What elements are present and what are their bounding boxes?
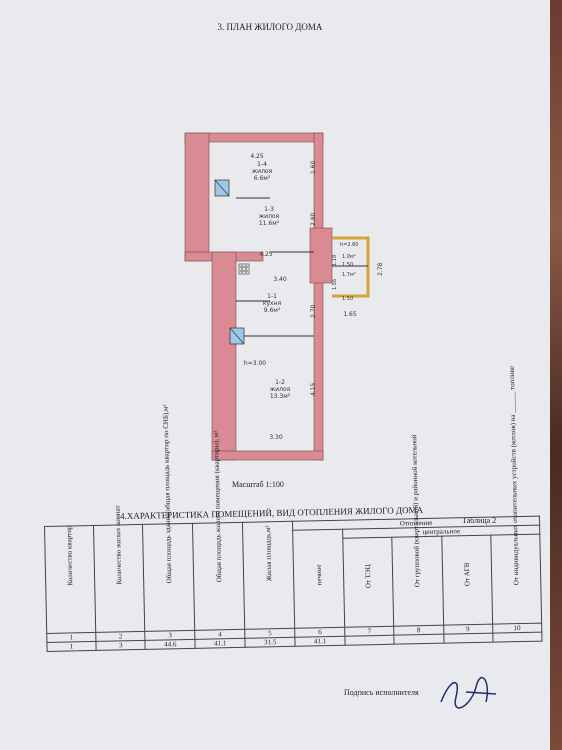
characteristics-table: Количество квартир Количество жилых комн… xyxy=(44,366,543,666)
dim-1-56: 1.56 xyxy=(332,279,338,290)
room-1-3-type: жилоя xyxy=(259,213,280,220)
dim-1-50-a: 1.50 xyxy=(342,262,353,268)
dim-mid: 4.25 xyxy=(259,251,273,258)
room-1-1-id: 1-1 xyxy=(267,293,277,300)
plan-scale: Масштаб 1:100 xyxy=(232,480,284,489)
room-1-2-area: 13.3м² xyxy=(270,393,291,400)
signature-mark xyxy=(440,676,497,709)
room-1-2-id: 1-2 xyxy=(275,379,285,386)
wall-entry xyxy=(309,227,333,284)
porch-area-a: 1.0м² xyxy=(342,254,356,260)
porch-height: h=2.60 xyxy=(340,242,359,248)
room-1-3-area: 11.6м² xyxy=(259,220,280,227)
table-label: Таблица 2 xyxy=(462,516,497,525)
col-living-area: Жилая площадь,м² xyxy=(242,521,295,630)
dim-kitchen-width: 3.40 xyxy=(273,276,287,283)
dim-bottom: 3.30 xyxy=(269,434,283,441)
dim-1-65: 1.65 xyxy=(343,311,357,318)
col-individual: От индивидуальных отопительных устройств… xyxy=(490,366,542,625)
dim-1-50-b: 1.50 xyxy=(342,296,353,302)
dim-2-70: 2.70 xyxy=(310,304,317,318)
wall-bottom xyxy=(211,450,324,461)
col-total-area-snb: Общая площадь здания(общая площадь кварт… xyxy=(142,404,196,632)
sink-icon xyxy=(238,263,250,275)
col-agv: От АГВ xyxy=(441,535,493,626)
room-1-3-id: 1-3 xyxy=(264,206,274,213)
col-rooms: Количество жилых комнат xyxy=(93,505,146,633)
col-group: От групповой (квартальной) и районной ко… xyxy=(392,435,444,627)
col-total-area: Общая площадь жилого помещения (квартиры… xyxy=(192,431,245,631)
room-1-1-area: 9.6м² xyxy=(264,307,281,314)
porch-area-b: 1.7м² xyxy=(342,272,356,278)
floor-plan: 4.25 1-4 жилоя 6.6м² 1-3 жилоя 11.6м² 4.… xyxy=(184,132,384,461)
room-1-2-type: жилоя xyxy=(270,386,291,393)
background-fabric xyxy=(550,0,562,750)
dim-2-78: 2.78 xyxy=(377,262,384,276)
dim-1-60: 1.60 xyxy=(310,160,317,174)
signature-label: Подпись исполнителя xyxy=(344,688,419,697)
ceiling-height: h=3.00 xyxy=(244,360,266,367)
col-tec: От ТЭЦ xyxy=(342,537,394,628)
col-apartments: Количество квартир xyxy=(44,525,96,634)
wall-left-upper xyxy=(184,132,210,262)
wall-left-lower xyxy=(211,251,237,461)
section-3-title: 3. ПЛАН ЖИЛОГО ДОМА xyxy=(217,22,323,32)
porch-outline xyxy=(332,236,370,298)
room-1-4-area: 6.6м² xyxy=(254,175,271,182)
room-1-4-type: жилоя xyxy=(252,168,273,175)
col-stove: печное xyxy=(292,529,345,629)
dim-4-15: 4.15 xyxy=(310,382,317,396)
dim-top: 4.25 xyxy=(250,153,264,160)
dim-2-80: 2.80 xyxy=(310,212,317,226)
room-1-1-type: кухня xyxy=(263,300,282,307)
room-1-4-id: 1-4 xyxy=(257,161,267,168)
dim-1-18: 1.18 xyxy=(332,255,338,266)
